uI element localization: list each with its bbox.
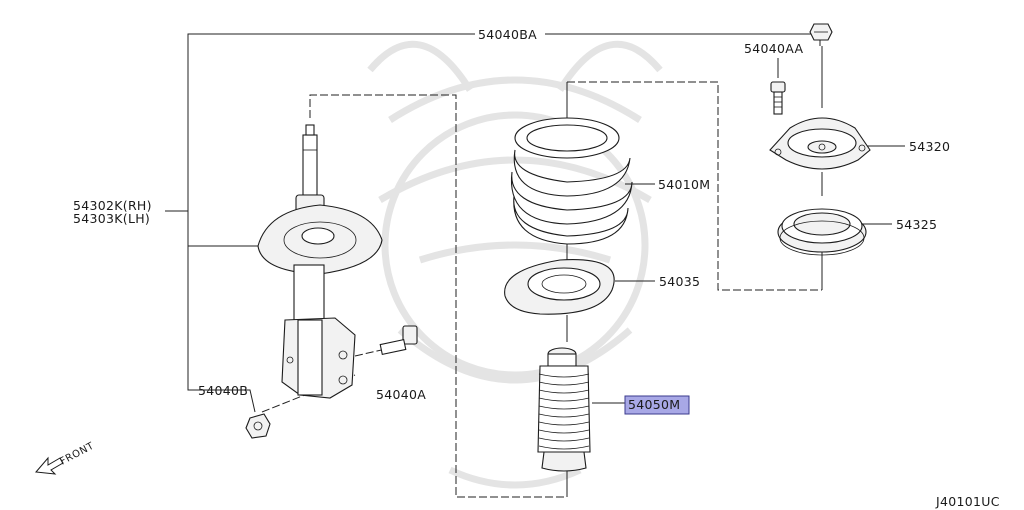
- label-54320[interactable]: 54320: [909, 139, 950, 154]
- watermark: [367, 40, 663, 489]
- label-54040AA[interactable]: 54040AA: [744, 41, 803, 56]
- label-54040BA[interactable]: 54040BA: [478, 27, 537, 42]
- label-54035[interactable]: 54035: [659, 274, 700, 289]
- label-54302K[interactable]: 54302K(RH): [73, 198, 152, 213]
- label-54050M[interactable]: 54050M: [628, 397, 680, 412]
- leader-lines: [165, 33, 905, 497]
- label-54325[interactable]: 54325: [896, 217, 937, 232]
- bolt-54040A: [379, 325, 418, 356]
- dust-boot-54050M: [537, 347, 591, 472]
- highlight-box-54050M: [624, 395, 690, 415]
- diagram-code: J40101UC: [935, 494, 1000, 509]
- bolt-54040AA: [770, 81, 786, 115]
- front-label: FRONT: [58, 440, 96, 467]
- label-54040B[interactable]: 54040B: [198, 383, 248, 398]
- coil-spring-54010M: [510, 117, 633, 245]
- nut-54040BA: [809, 23, 833, 41]
- bearing-54325: [777, 208, 867, 256]
- label-54010M[interactable]: 54010M: [658, 177, 710, 192]
- front-arrow-icon: [35, 456, 64, 475]
- label-54303K[interactable]: 54303K(LH): [73, 211, 150, 226]
- nut-54040B: [245, 413, 271, 439]
- label-54040A[interactable]: 54040A: [376, 387, 426, 402]
- spring-seat-54035: [504, 259, 615, 315]
- strut-assembly-54302K: [257, 124, 383, 399]
- strut-mount-54320: [769, 117, 871, 170]
